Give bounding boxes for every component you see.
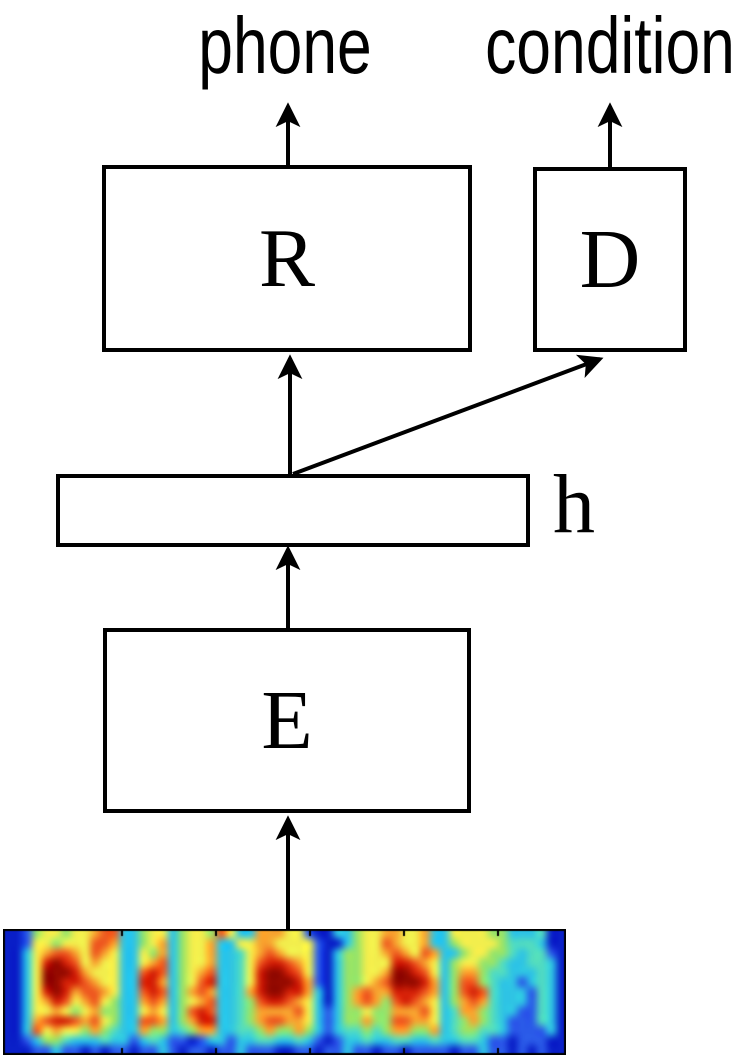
encoder-box: E (103, 628, 471, 813)
discriminator-box: D (533, 167, 687, 352)
hidden-representation-letter: h (553, 458, 595, 551)
spectrogram-image (3, 929, 566, 1055)
discriminator-letter: D (579, 212, 641, 306)
encoder-letter: E (261, 673, 313, 767)
condition-output-label: condition (485, 1, 735, 90)
recognizer-letter: R (258, 211, 316, 305)
arrow-hidden-to-discriminator (292, 354, 604, 476)
recognizer-box: R (102, 165, 472, 352)
phone-output-label: phone (198, 1, 372, 90)
hidden-representation-bar (56, 474, 530, 547)
